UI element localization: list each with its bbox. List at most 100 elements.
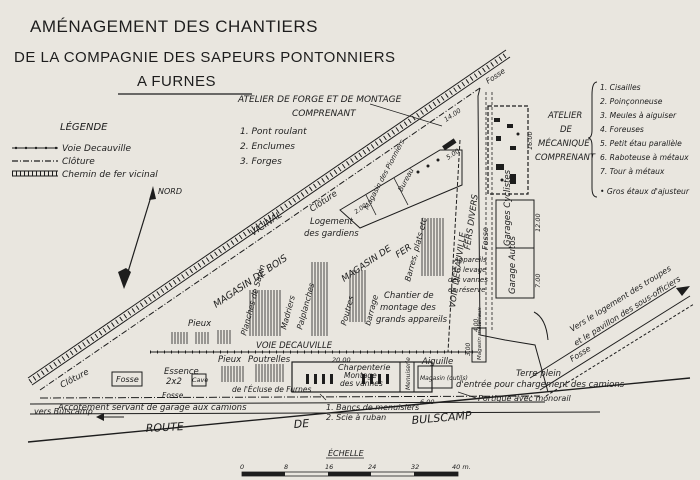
building-fosse — [111, 371, 143, 387]
entry-ramp — [533, 311, 549, 341]
dim-3: 3.00 — [465, 342, 472, 356]
north-arrow — [118, 186, 156, 289]
label-fosse-vertical: Fosse — [481, 227, 490, 250]
road-bulscamp — [27, 377, 691, 443]
label-de: DE — [293, 417, 309, 431]
forge-item-2: 2. Enclumes — [240, 142, 295, 152]
meca-item-2: 2. Poinçonneuse — [600, 97, 663, 106]
label-montage-vannes-2: des vannes — [340, 379, 383, 388]
scale-tick-0: 0 — [240, 463, 244, 471]
label-magasin-outils: Magasin (outils) — [420, 375, 468, 382]
label-fosse-right: Fosse — [568, 344, 592, 364]
meca-item-8: • Gros étaux d'ajusteur — [600, 187, 690, 196]
label-terre-plein-1: Terre plein — [516, 369, 561, 379]
material-stacks — [171, 218, 444, 382]
label-vers-bulscamp: vers Bulscamp — [34, 407, 93, 416]
label-bancs: 1. Bancs de menuisiers — [326, 403, 419, 412]
meca-item-6: 6. Raboteuse à métaux — [600, 153, 689, 162]
label-logement-2: des gardiens — [304, 229, 359, 239]
label-palplanches: Palplanches — [295, 282, 316, 330]
forge-title-1: ATELIER DE FORGE ET DE MONTAGE — [237, 95, 402, 105]
scale-label: ÉCHELLE — [328, 447, 365, 458]
label-pieux-1: Pieux — [188, 319, 212, 329]
title-line-1: AMÉNAGEMENT DES CHANTIERS — [30, 17, 318, 36]
meca-item-1: 1. Cisailles — [600, 83, 641, 92]
forge-title-2: COMPRENANT — [292, 109, 357, 119]
road-to-troops — [529, 285, 695, 397]
meca-brace — [587, 81, 598, 198]
label-poutrelles: Poutrelles — [248, 355, 291, 365]
legend-symbol-decauville — [12, 146, 58, 150]
ditch-right — [485, 92, 493, 330]
label-route: ROUTE — [145, 420, 184, 435]
meca-title-4: COMPRENANT — [535, 153, 596, 163]
scale-tick-8: 8 — [284, 463, 288, 471]
forge-building — [339, 138, 463, 229]
label-montage-vannes-1: Montage — [344, 371, 377, 380]
leader-forge — [369, 103, 443, 127]
scale-bar — [241, 471, 459, 477]
dim-16: 16.00 — [526, 131, 534, 150]
meca-building — [487, 105, 529, 195]
scale-tick-32: 32 — [411, 463, 419, 471]
building-magasin-materiaux — [471, 327, 487, 363]
label-voie-decauville-h: VOIE DECAUVILLE — [256, 341, 333, 351]
label-magasin-fer-1: MAGASIN DE — [340, 244, 394, 285]
dim-4: 4.00 — [473, 318, 480, 332]
north-label: NORD — [158, 187, 182, 196]
label-menuiserie: Menuiserie — [405, 357, 412, 390]
label-chantier-3: grands appareils — [376, 315, 448, 325]
building-charpenterie — [291, 361, 433, 393]
forge-item-3: 3. Forges — [240, 157, 282, 167]
meca-item-3: 3. Meules à aiguiser — [600, 111, 677, 120]
label-scie: 2. Scie à ruban — [326, 413, 386, 422]
meca-item-5: 5. Petit étau parallèle — [600, 139, 682, 148]
label-fosse-bottom: Fosse — [162, 391, 184, 400]
scale-tick-16: 16 — [325, 463, 333, 471]
site-boundary — [477, 87, 549, 393]
building-magasin-outils — [417, 365, 453, 389]
title-line-2: DE LA COMPAGNIE DES SAPEURS PONTONNIERS — [14, 49, 396, 66]
stack-palplanches — [311, 262, 328, 336]
label-portique: Portique avec monorail — [478, 394, 572, 403]
dim-7: 7.00 — [534, 274, 542, 288]
label-appareils-1: Appareils — [453, 256, 487, 264]
label-fosse-box: Fosse — [116, 375, 139, 384]
meca-title-3: MÉCANIQUE — [538, 137, 590, 149]
label-fosse-top: Fosse — [484, 66, 507, 86]
legend-label-cloture: Clôture — [62, 156, 95, 167]
label-fers-divers: FERS DIVERS — [463, 193, 481, 250]
legend-label-decauville: Voie Decauville — [62, 144, 131, 154]
label-chantier-2: montage des — [380, 303, 436, 313]
label-chantier-1: Chantier de — [384, 291, 434, 301]
meca-item-7: 7. Tour à métaux — [600, 167, 665, 176]
legend-label-vicinal: Chemin de fer vicinal — [62, 170, 158, 180]
label-cave: Cave — [192, 376, 208, 384]
label-essence-1: Essence — [164, 367, 199, 377]
label-pieux-2: Pieux — [218, 355, 242, 365]
label-essence-2: 2x2 — [166, 377, 182, 387]
label-garages-cyclistes: Garages Cyclistes — [503, 169, 513, 246]
legend-symbol-vicinal — [12, 170, 58, 177]
legend-heading: LÉGENDE — [60, 120, 108, 133]
label-madriers: Madriers — [279, 295, 297, 331]
label-aiguille: Aiguille — [421, 357, 453, 367]
dim-12: 12.00 — [534, 213, 542, 232]
dim-14: 14.00 — [443, 107, 463, 124]
arrow-vers-bulscamp — [96, 413, 124, 421]
label-ecluse: de l'Écluse de Furnes — [232, 385, 311, 394]
label-vers-logement-1: Vers le logement des troupes — [568, 264, 672, 334]
stack-planches — [249, 290, 281, 336]
leader-portique — [457, 391, 477, 399]
label-appareils-3: des vannes — [448, 276, 488, 284]
label-terre-plein-2: d'entrée pour chargement des camions — [456, 379, 625, 390]
forge-item-1: 1. Pont roulant — [240, 127, 307, 137]
decauville-track — [150, 139, 478, 354]
label-cloture-top: Clôture — [308, 188, 340, 214]
label-charpenterie: Charpenterie — [338, 363, 390, 372]
scale-tick-40: 40 m. — [452, 463, 471, 471]
label-appareils-2: de levage — [452, 266, 486, 274]
label-magasin-materiaux: Magasin matériaux — [476, 306, 483, 360]
